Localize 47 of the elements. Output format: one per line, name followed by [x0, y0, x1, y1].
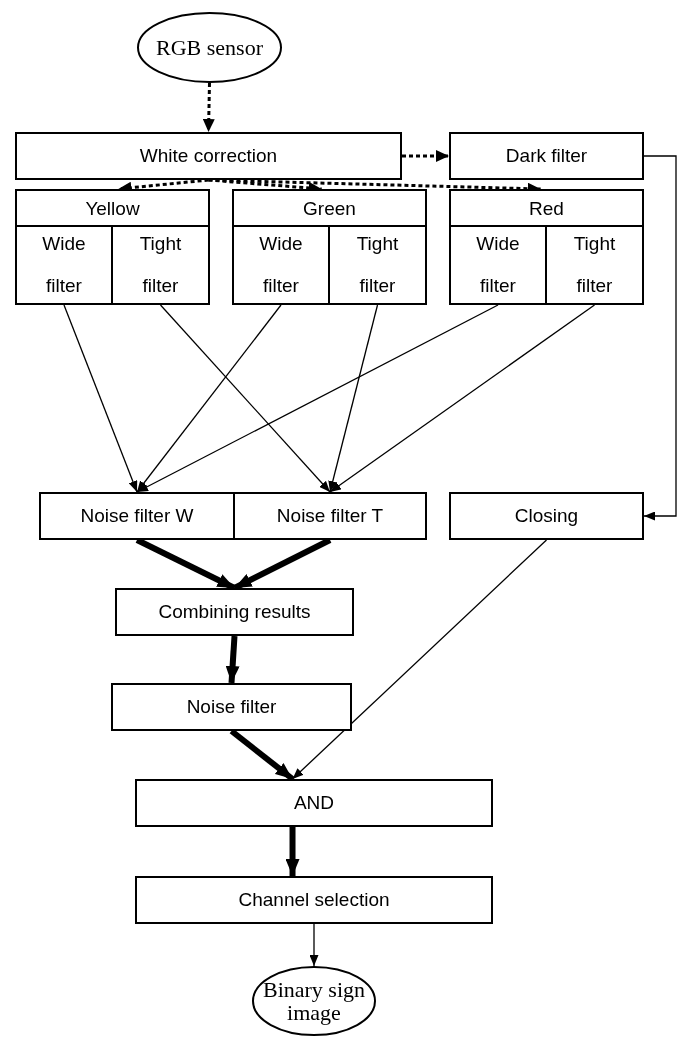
process-box	[111, 683, 352, 731]
arrow	[202, 82, 215, 133]
arrow	[136, 304, 499, 493]
arrow	[285, 827, 300, 876]
node-label: Tight filter	[573, 232, 616, 298]
process-box	[449, 132, 644, 180]
node-label: AND	[293, 792, 335, 814]
process-box	[135, 876, 493, 924]
arrow	[63, 304, 138, 493]
arrow	[291, 539, 548, 780]
channel-heading: Yellow	[85, 198, 140, 220]
arrow	[329, 304, 596, 493]
terminal-ellipse	[252, 966, 376, 1036]
node-label: Closing	[514, 505, 579, 527]
arrow	[225, 635, 240, 684]
arrow	[159, 304, 331, 493]
channel-box	[232, 189, 427, 305]
process-box	[135, 779, 493, 827]
process-box	[233, 492, 427, 540]
node-label: Wide filter	[259, 232, 303, 298]
channel-heading: Green	[303, 198, 356, 220]
node-label: RGB sensor	[156, 35, 263, 60]
node-label: Dark filter	[505, 145, 588, 167]
process-box	[15, 132, 402, 180]
arrow	[328, 304, 379, 493]
channel-box	[449, 189, 644, 305]
channel-heading: Red	[529, 198, 564, 220]
node-label: Channel selection	[238, 889, 390, 911]
process-box	[39, 492, 235, 540]
arrow	[643, 155, 677, 521]
node-label: Noise filter	[186, 696, 277, 718]
node-label: White correction	[139, 145, 278, 167]
node-label: Wide filter	[42, 232, 86, 298]
node-label: Tight filter	[139, 232, 182, 298]
node-label: Binary sign image	[261, 977, 367, 1025]
process-box	[115, 588, 354, 636]
node-label: Wide filter	[476, 232, 520, 298]
process-box	[449, 492, 644, 540]
node-label: Combining results	[158, 601, 311, 623]
terminal-ellipse	[137, 12, 282, 83]
channel-box	[15, 189, 210, 305]
node-label: Tight filter	[356, 232, 399, 298]
arrow	[402, 150, 449, 162]
arrow	[309, 923, 319, 967]
arrow	[136, 304, 282, 493]
node-label: Noise filter W	[80, 505, 194, 527]
node-label: Noise filter T	[276, 505, 384, 527]
